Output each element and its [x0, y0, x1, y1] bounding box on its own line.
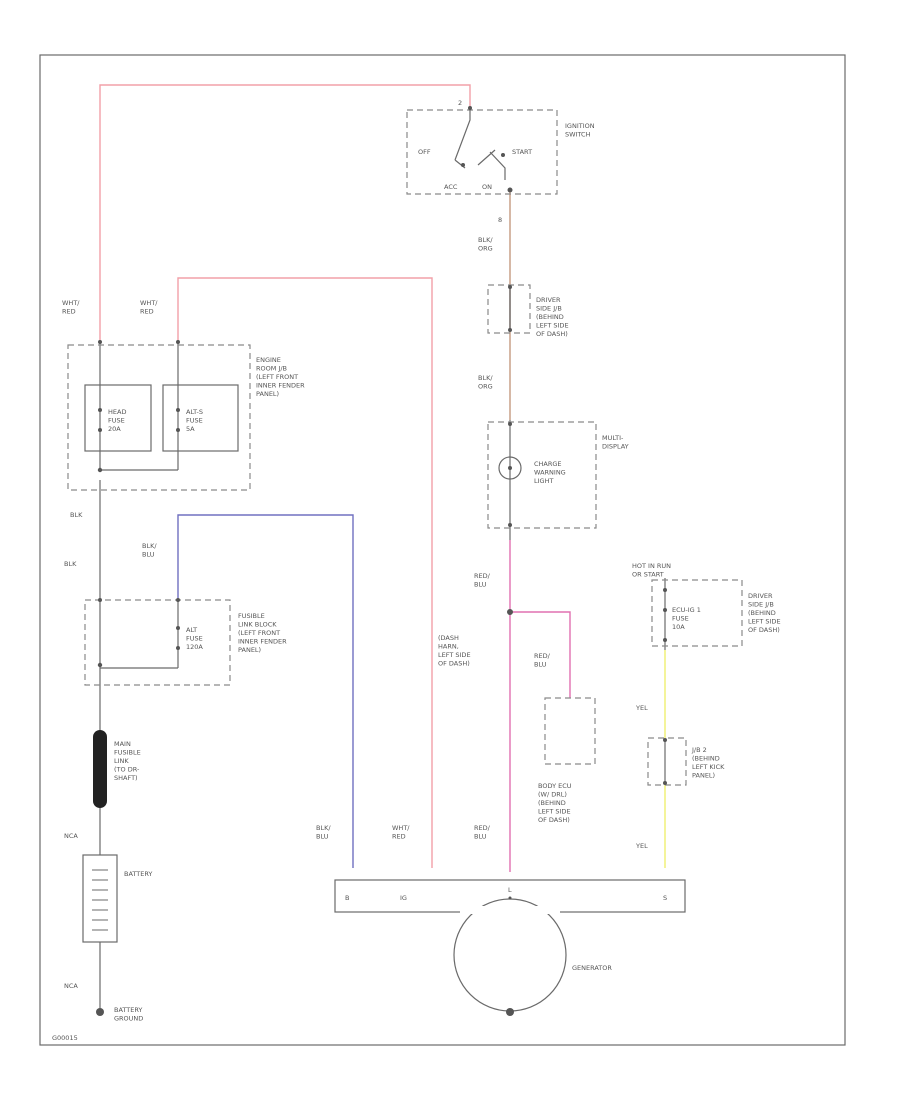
ignition-pos-start: START: [512, 148, 532, 156]
wire-blk-blu: [177, 514, 354, 868]
wire-wht-red-alt-s: [177, 277, 433, 868]
generator-symbol: [453, 898, 567, 1012]
head-fuse-box: [84, 384, 152, 452]
driver-jb-right-box: [651, 579, 743, 647]
multi-display-label: MULTI-DISPLAY: [602, 434, 629, 451]
wire-label-red-blu-1: RED/BLU: [474, 572, 491, 589]
wire-label-blk-1: BLK: [70, 511, 83, 519]
wire-label-wht-red-1: WHT/RED: [62, 299, 80, 316]
generator-terminal-ig: IG: [400, 894, 407, 902]
ignition-switch-contacts: [454, 108, 506, 180]
engine-room-jb-box: [67, 344, 251, 491]
driver-jb-top-box: [487, 284, 531, 334]
wire-label-yel-1: YEL: [635, 704, 648, 712]
generator-label: GENERATOR: [572, 964, 612, 972]
battery-label: BATTERY: [124, 870, 152, 878]
wire-fusible-block-internal: [99, 598, 179, 669]
battery-ground-icon: [96, 1008, 104, 1016]
wire-label-red-blu-3: RED/BLU: [474, 824, 491, 841]
wire-label-blk-2: BLK: [64, 560, 77, 568]
battery-cells: [92, 869, 108, 931]
footer-code: G00015: [52, 1034, 78, 1042]
ignition-switch-box: [406, 109, 558, 195]
wire-label-blk-org-1: BLK/ORG: [478, 236, 493, 253]
wire-red-blu-body-ecu: [510, 611, 571, 698]
wire-label-yel-2: YEL: [635, 842, 648, 850]
ignition-pin-bottom: 8: [498, 216, 502, 224]
generator-terminal-b: B: [345, 894, 349, 902]
wire-engine-room-internal: [99, 340, 179, 471]
jb2-box: [647, 737, 687, 786]
wire-label-red-blu-2: RED/BLU: [534, 652, 551, 669]
charge-warning-lamp-icon: [498, 456, 522, 480]
ignition-pin-top: 2: [458, 99, 462, 107]
wire-label-nca-1: NCA: [64, 832, 78, 840]
wire-label-blk-blu-1: BLK/BLU: [142, 542, 157, 559]
generator-terminal-s: S: [663, 894, 667, 902]
main-fusible-link: [93, 730, 107, 808]
wire-label-blk-blu-2: BLK/BLU: [316, 824, 331, 841]
fusible-link-block-box: [84, 599, 231, 686]
wire-label-wht-red-2: WHT/RED: [140, 299, 158, 316]
battery-symbol: [82, 854, 118, 943]
alt-s-fuse-box: [162, 384, 239, 452]
ignition-pos-on: ON: [482, 183, 492, 191]
ignition-pos-acc: ACC: [444, 183, 458, 191]
wire-label-nca-2: NCA: [64, 982, 78, 990]
generator-terminal-l: L: [508, 886, 512, 894]
wire-wht-red-ignition: [99, 84, 471, 340]
multi-display-box: [487, 421, 597, 529]
wire-label-blk-org-2: BLK/ORG: [478, 374, 493, 391]
wire-label-wht-red-3: WHT/RED: [392, 824, 410, 841]
splice-point: [507, 609, 513, 615]
ignition-pos-off: OFF: [418, 148, 431, 156]
body-ecu-box: [544, 697, 596, 765]
diagram-frame: [39, 54, 846, 1046]
